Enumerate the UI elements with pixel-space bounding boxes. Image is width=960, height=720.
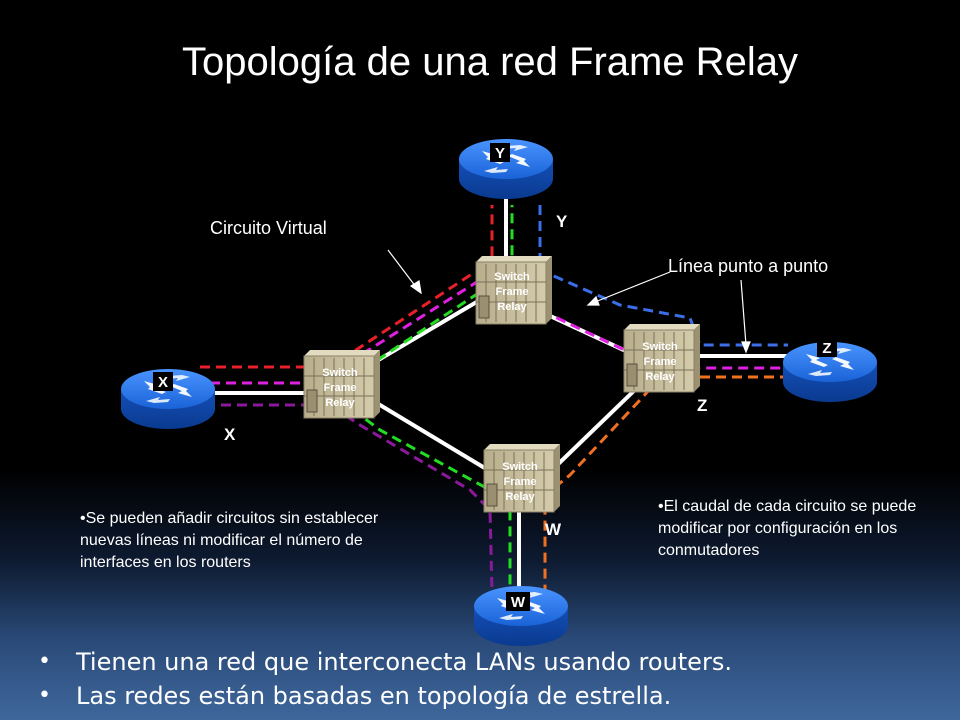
- switch-bottom: Switch Frame Relay: [483, 443, 561, 513]
- virtual-circuit-label: Circuito Virtual: [210, 218, 327, 238]
- bullet-list: Tienen una red que interconecta LANs usa…: [38, 645, 732, 713]
- router-y-badge: Y: [495, 145, 505, 162]
- svg-text:Frame: Frame: [323, 382, 356, 394]
- port-label-w: W: [545, 520, 562, 539]
- svg-text:Relay: Relay: [645, 371, 675, 383]
- svg-text:Frame: Frame: [495, 286, 528, 298]
- port-label-x: X: [224, 425, 236, 444]
- port-label-y: Y: [556, 212, 568, 231]
- page-title: Topología de una red Frame Relay: [182, 40, 798, 84]
- circuit-orange: [543, 375, 790, 600]
- svg-text:Switch: Switch: [322, 367, 358, 379]
- port-label-z: Z: [697, 396, 708, 415]
- svg-text:Switch: Switch: [502, 461, 538, 473]
- note-add-circuits: •Se pueden añadir circuitos sin establec…: [80, 510, 379, 571]
- callout-arrows: [387, 249, 751, 354]
- bullet-item: Tienen una red que interconecta LANs usa…: [38, 645, 732, 679]
- svg-text:Frame: Frame: [503, 476, 536, 488]
- svg-text:Switch: Switch: [494, 271, 530, 283]
- circuit-green-low: [339, 398, 512, 600]
- router-w-badge: W: [511, 594, 526, 611]
- router-x-badge: X: [158, 374, 168, 391]
- svg-text:Frame: Frame: [643, 356, 676, 368]
- svg-text:Relay: Relay: [497, 301, 527, 313]
- router-z-badge: Z: [822, 340, 831, 357]
- note-bandwidth: •El caudal de cada circuito se puede mod…: [658, 498, 917, 559]
- svg-text:Relay: Relay: [505, 491, 535, 503]
- svg-text:Relay: Relay: [325, 397, 355, 409]
- svg-text:Switch: Switch: [642, 341, 678, 353]
- point-to-point-label: Línea punto a punto: [668, 256, 829, 276]
- switch-top: Switch Frame Relay: [475, 255, 553, 325]
- switch-right: Switch Frame Relay: [623, 323, 701, 393]
- circuit-red: [200, 205, 494, 369]
- bullet-item: Las redes están basadas en topología de …: [38, 679, 732, 713]
- switch-left: Switch Frame Relay: [303, 349, 381, 419]
